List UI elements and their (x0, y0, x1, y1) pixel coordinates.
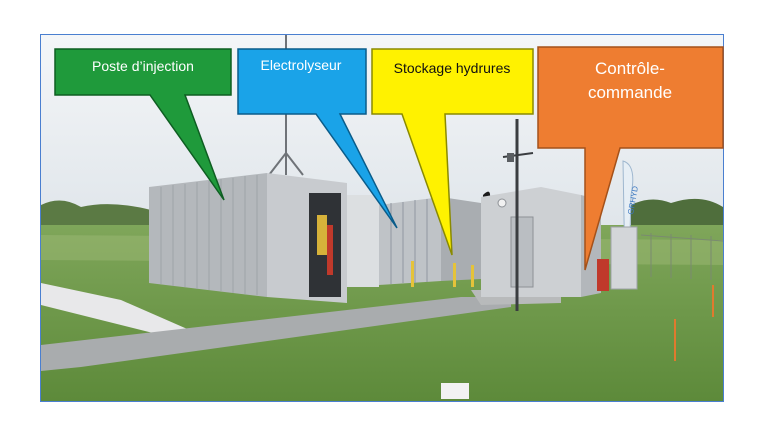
label-stockage-hydrures: Stockage hydrures (393, 60, 511, 76)
injection-container-side (149, 173, 267, 297)
ground-marker (441, 383, 469, 399)
gravel-strip (41, 283, 201, 335)
control-door (510, 216, 534, 288)
walkway (41, 297, 511, 371)
red-cabinet (597, 259, 609, 291)
electrolyser-shelter (379, 197, 441, 285)
label-controle-line1: Contrôle- (595, 59, 665, 78)
grey-cabinet (610, 226, 638, 290)
trees-left (41, 200, 151, 230)
safety-posts (411, 261, 474, 287)
electrical-cabinet (347, 195, 379, 287)
label-controle-commande: Contrôle- commande (540, 57, 720, 105)
label-poste-injection: Poste d’injection (92, 58, 194, 74)
label-electrolyseur: Electrolyseur (260, 57, 342, 73)
label-controle-line2: commande (587, 83, 673, 102)
